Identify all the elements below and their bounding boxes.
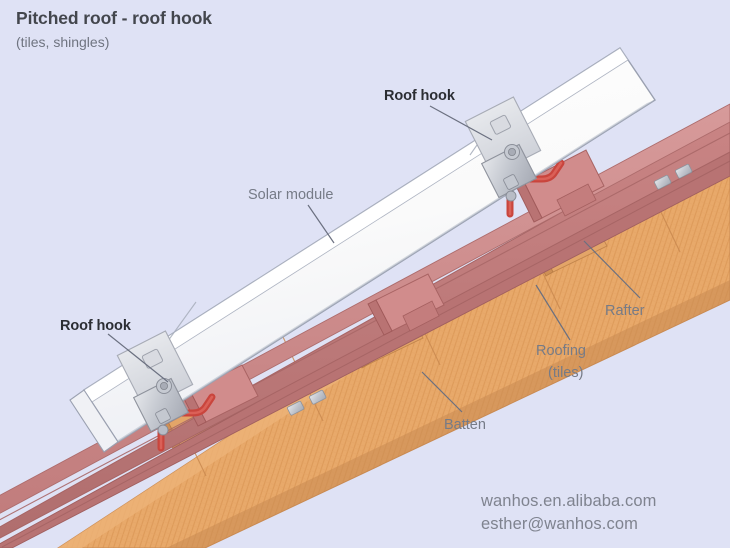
- label-rafter: Rafter: [605, 303, 645, 319]
- page-title: Pitched roof - roof hook: [16, 8, 212, 28]
- rail-clips-group: [287, 163, 693, 416]
- leader-rafter: [583, 240, 641, 299]
- rail-groove-line: [0, 132, 730, 521]
- rail-support-upper: [515, 149, 605, 223]
- leader-batten: [421, 371, 463, 413]
- leader-lines-group: [107, 105, 641, 413]
- leader-roofing: [535, 284, 571, 341]
- label-solar-module: Solar module: [248, 187, 334, 203]
- clamp-lower-detail: [141, 348, 164, 369]
- rail-clip-2: [309, 389, 327, 405]
- leader-roof-hook-bottom: [107, 333, 169, 383]
- clamp-upper-stud: [503, 174, 519, 202]
- watermark-email: esther@wanhos.com: [481, 515, 638, 533]
- module-clamp-lower-group: [116, 330, 194, 436]
- clamp-upper-bolt: [504, 144, 520, 160]
- clamp-lower-stud: [155, 408, 171, 436]
- label-roofing-line2: (tiles): [548, 365, 584, 381]
- label-roof-hook-top: Roof hook: [384, 88, 455, 104]
- clamp-upper-detail: [489, 114, 512, 135]
- rail-support-mid: [367, 273, 445, 336]
- label-roof-hook-bottom: Roof hook: [60, 318, 131, 334]
- clamp-lower-bolt: [156, 378, 172, 394]
- rail-groove-line-2: [1, 160, 730, 548]
- leader-solar-module: [307, 204, 335, 244]
- roofing-lower-shadow: [166, 280, 730, 548]
- rail-clip-1: [287, 400, 305, 416]
- rail-clip-3: [654, 174, 672, 190]
- label-batten: Batten: [444, 417, 486, 433]
- rail-clip-4: [675, 163, 693, 179]
- solar-module-end-lower: [69, 389, 119, 453]
- label-roofing-line1: Roofing: [536, 343, 586, 359]
- watermark-website: wanhos.en.alibaba.com: [481, 492, 657, 510]
- module-clamp-upper-group: [464, 96, 542, 202]
- page-subtitle: (tiles, shingles): [16, 34, 110, 50]
- leader-roof-hook-top: [429, 105, 493, 141]
